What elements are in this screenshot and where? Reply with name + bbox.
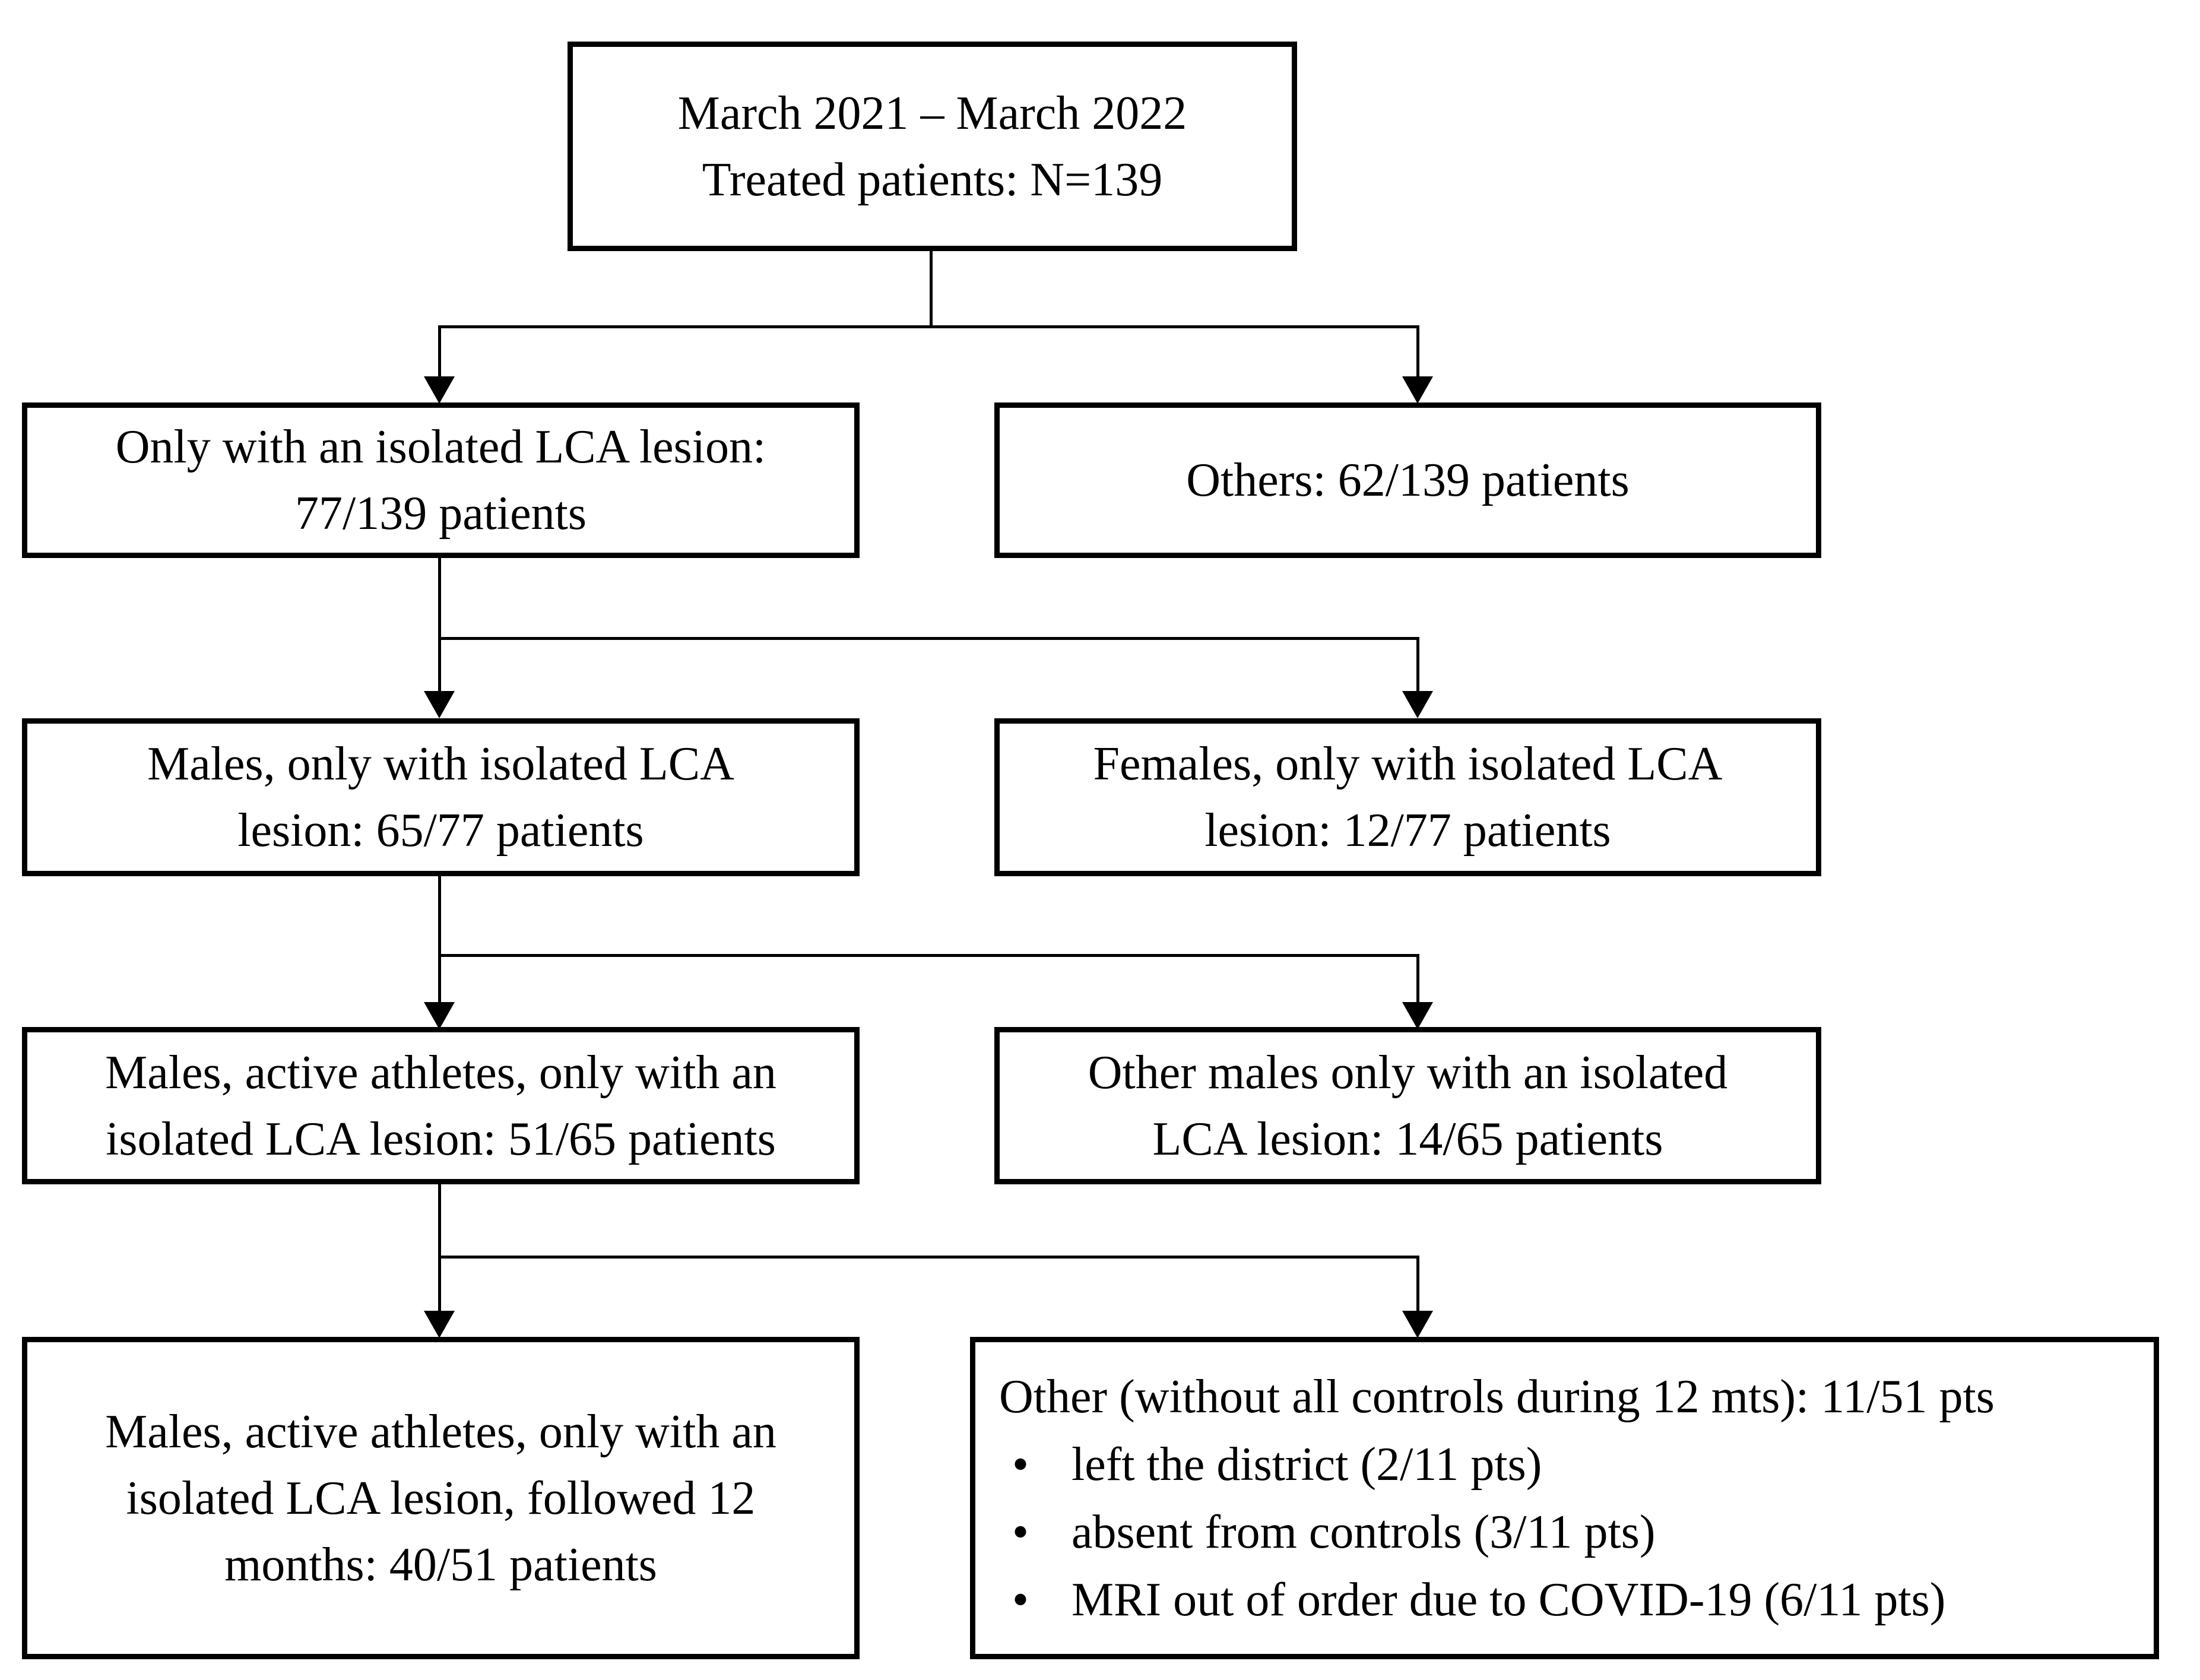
box-text-line: months: 40/51 patients <box>224 1538 657 1591</box>
arrow-down-icon <box>424 376 455 404</box>
bullet-icon: • <box>1012 1573 1029 1626</box>
connector-line <box>438 325 441 379</box>
arrow-down-icon <box>1402 376 1433 404</box>
connector-line <box>438 874 441 1004</box>
arrow-down-icon <box>424 1002 455 1029</box>
bullet-item: • absent from controls (3/11 pts) <box>1012 1498 1656 1566</box>
box-title-line: Other (without all controls during 12 mt… <box>999 1370 1995 1423</box>
box-text-line: lesion: 12/77 patients <box>1204 804 1611 857</box>
box-male-active-athletes: Males, active athletes, only with an iso… <box>22 1027 860 1184</box>
box-text-line: March 2021 – March 2022 <box>677 87 1187 140</box>
box-without-all-controls: Other (without all controls during 12 mt… <box>970 1337 2159 1659</box>
connector-line <box>1416 325 1419 379</box>
box-text-line: lesion: 65/77 patients <box>237 804 644 857</box>
box-other-males: Other males only with an isolated LCA le… <box>994 1027 1821 1184</box>
bullet-icon: • <box>1012 1438 1029 1491</box>
bullet-item: • left the district (2/11 pts) <box>1012 1431 1542 1498</box>
connector-line <box>438 954 1419 957</box>
bullet-text: absent from controls (3/11 pts) <box>1072 1505 1656 1558</box>
bullet-text: MRI out of order due to COVID-19 (6/11 p… <box>1072 1573 1946 1626</box>
arrow-down-icon <box>424 1311 455 1338</box>
box-text-line: Males, only with isolated LCA <box>147 738 734 790</box>
box-text-line: isolated LCA lesion: 51/65 patients <box>106 1112 776 1165</box>
box-text-line: Other males only with an isolated <box>1088 1046 1728 1099</box>
bullet-text: left the district (2/11 pts) <box>1072 1438 1542 1491</box>
box-females-isolated: Females, only with isolated LCA lesion: … <box>994 718 1821 876</box>
box-text-line: isolated LCA lesion, followed 12 <box>126 1472 756 1524</box>
connector-line <box>930 249 933 328</box>
bullet-icon: • <box>1012 1505 1029 1558</box>
box-text-line: Females, only with isolated LCA <box>1093 738 1723 790</box>
box-text-line: Treated patients: N=139 <box>702 153 1163 206</box>
connector-line <box>438 325 1419 328</box>
box-followed-12-months: Males, active athletes, only with an iso… <box>22 1337 860 1659</box>
arrow-down-icon <box>1402 691 1433 718</box>
connector-line <box>438 1256 1419 1259</box>
box-text-line: Males, active athletes, only with an <box>105 1046 776 1099</box>
arrow-down-icon <box>424 691 455 718</box>
connector-line <box>1416 637 1419 693</box>
box-others: Others: 62/139 patients <box>994 402 1821 558</box>
box-treated-patients: March 2021 – March 2022 Treated patients… <box>568 42 1297 251</box>
connector-line <box>438 1182 441 1313</box>
arrow-down-icon <box>1402 1002 1433 1029</box>
connector-line <box>438 637 1419 640</box>
arrow-down-icon <box>1402 1311 1433 1338</box>
box-isolated-lca-lesion: Only with an isolated LCA lesion: 77/139… <box>22 402 860 558</box>
connector-line <box>1416 954 1419 1004</box>
connector-line <box>1416 1256 1419 1313</box>
box-text-line: Only with an isolated LCA lesion: <box>115 421 766 473</box>
box-text-line: 77/139 patients <box>294 487 587 540</box>
box-text-line: Others: 62/139 patients <box>1186 454 1630 506</box>
bullet-item: • MRI out of order due to COVID-19 (6/11… <box>1012 1566 1945 1634</box>
box-text-line: LCA lesion: 14/65 patients <box>1152 1112 1663 1165</box>
connector-line <box>438 556 441 693</box>
box-males-isolated: Males, only with isolated LCA lesion: 65… <box>22 718 860 876</box>
box-text-line: Males, active athletes, only with an <box>105 1405 776 1458</box>
